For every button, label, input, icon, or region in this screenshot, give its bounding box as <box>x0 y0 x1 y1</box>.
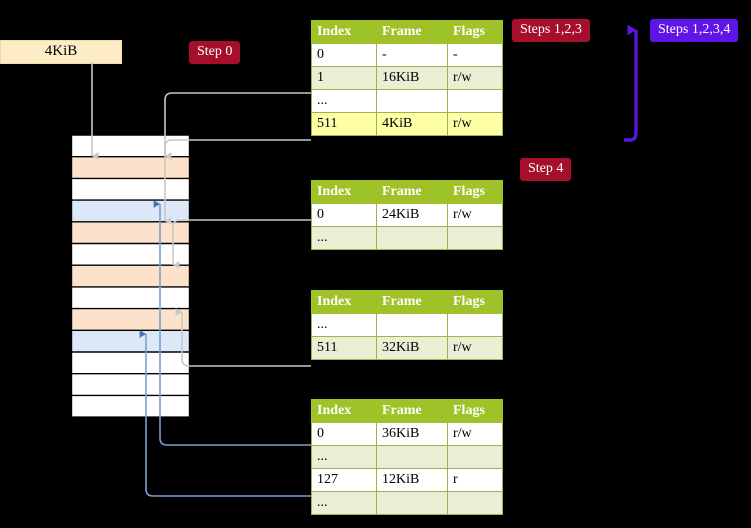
pdp-table: Index Frame Flags 0 24KiB r/w ... <box>311 180 503 250</box>
cell-index: 1 <box>311 66 377 90</box>
table-header-row: Index Frame Flags <box>311 290 503 314</box>
cell-flags: r/w <box>447 203 503 227</box>
cell-flags: r <box>447 468 503 492</box>
table-row: ... <box>311 313 503 337</box>
cell-frame: 16KiB <box>376 66 448 90</box>
cell-frame <box>376 491 448 515</box>
col-index: Index <box>311 180 377 204</box>
col-flags: Flags <box>447 290 503 314</box>
cell-index: 0 <box>311 422 377 446</box>
badge-steps-1234: Steps 1,2,3,4 <box>650 19 739 42</box>
cell-flags <box>447 313 503 337</box>
cell-frame: 12KiB <box>376 468 448 492</box>
table-row: ... <box>311 89 503 113</box>
cell-index: ... <box>311 491 377 515</box>
cell-flags: r/w <box>447 112 503 136</box>
col-index: Index <box>311 20 377 44</box>
col-index: Index <box>311 399 377 423</box>
cell-frame <box>376 445 448 469</box>
table-row: 127 12KiB r <box>311 468 503 492</box>
table-row: 0 - - <box>311 43 503 67</box>
wire-pd-511-to-mem <box>175 308 311 367</box>
pt-table: Index Frame Flags 0 36KiB r/w ... 127 12… <box>311 399 503 515</box>
cell-frame: - <box>376 43 448 67</box>
cell-flags <box>447 491 503 515</box>
col-flags: Flags <box>447 399 503 423</box>
table-header-row: Index Frame Flags <box>311 180 503 204</box>
cell-frame: 32KiB <box>376 336 448 360</box>
cell-index: ... <box>311 445 377 469</box>
cell-frame: 36KiB <box>376 422 448 446</box>
cell-flags: - <box>447 43 503 67</box>
table-row: ... <box>311 226 503 250</box>
cell-flags: r/w <box>447 422 503 446</box>
col-frame: Frame <box>376 290 448 314</box>
cell-index: ... <box>311 313 377 337</box>
cell-frame: 24KiB <box>376 203 448 227</box>
frame-box-4kib: 4KiB <box>0 40 122 64</box>
violet-loop-arrow <box>624 24 638 142</box>
badge-step-4: Step 4 <box>520 158 572 181</box>
cell-index: 511 <box>311 112 377 136</box>
cell-flags: r/w <box>447 66 503 90</box>
memory-tick-marks <box>58 134 71 310</box>
col-index: Index <box>311 290 377 314</box>
table-row: 511 32KiB r/w <box>311 336 503 360</box>
col-flags: Flags <box>447 20 503 44</box>
col-flags: Flags <box>447 180 503 204</box>
wire-pdp-0-to-mem <box>172 219 311 269</box>
table-row: 0 36KiB r/w <box>311 422 503 446</box>
col-frame: Frame <box>376 399 448 423</box>
table-row: ... <box>311 491 503 515</box>
table-row: ... <box>311 445 503 469</box>
cell-flags <box>447 226 503 250</box>
cell-index: ... <box>311 89 377 113</box>
cell-frame: 4KiB <box>376 112 448 136</box>
table-header-row: Index Frame Flags <box>311 399 503 423</box>
cell-index: 511 <box>311 336 377 360</box>
pml4-table: Index Frame Flags 0 - - 1 16KiB r/w ... <box>311 20 503 136</box>
frame-box-label: 4KiB <box>44 43 78 59</box>
cell-frame <box>376 313 448 337</box>
pd-table: Index Frame Flags ... 511 32KiB r/w <box>311 290 503 360</box>
col-frame: Frame <box>376 20 448 44</box>
badge-step-0: Step 0 <box>189 41 241 64</box>
cell-index: 0 <box>311 43 377 67</box>
cell-index: 0 <box>311 203 377 227</box>
cell-frame <box>376 89 448 113</box>
cell-index: 127 <box>311 468 377 492</box>
cell-flags <box>447 445 503 469</box>
memory-column <box>71 135 190 417</box>
cell-flags <box>447 89 503 113</box>
col-frame: Frame <box>376 180 448 204</box>
table-header-row: Index Frame Flags <box>311 20 503 44</box>
cell-index: ... <box>311 226 377 250</box>
table-row: 0 24KiB r/w <box>311 203 503 227</box>
table-row: 1 16KiB r/w <box>311 66 503 90</box>
table-row: 511 4KiB r/w <box>311 112 503 136</box>
badge-steps-123: Steps 1,2,3 <box>512 19 590 42</box>
cell-flags: r/w <box>447 336 503 360</box>
cell-frame <box>376 226 448 250</box>
